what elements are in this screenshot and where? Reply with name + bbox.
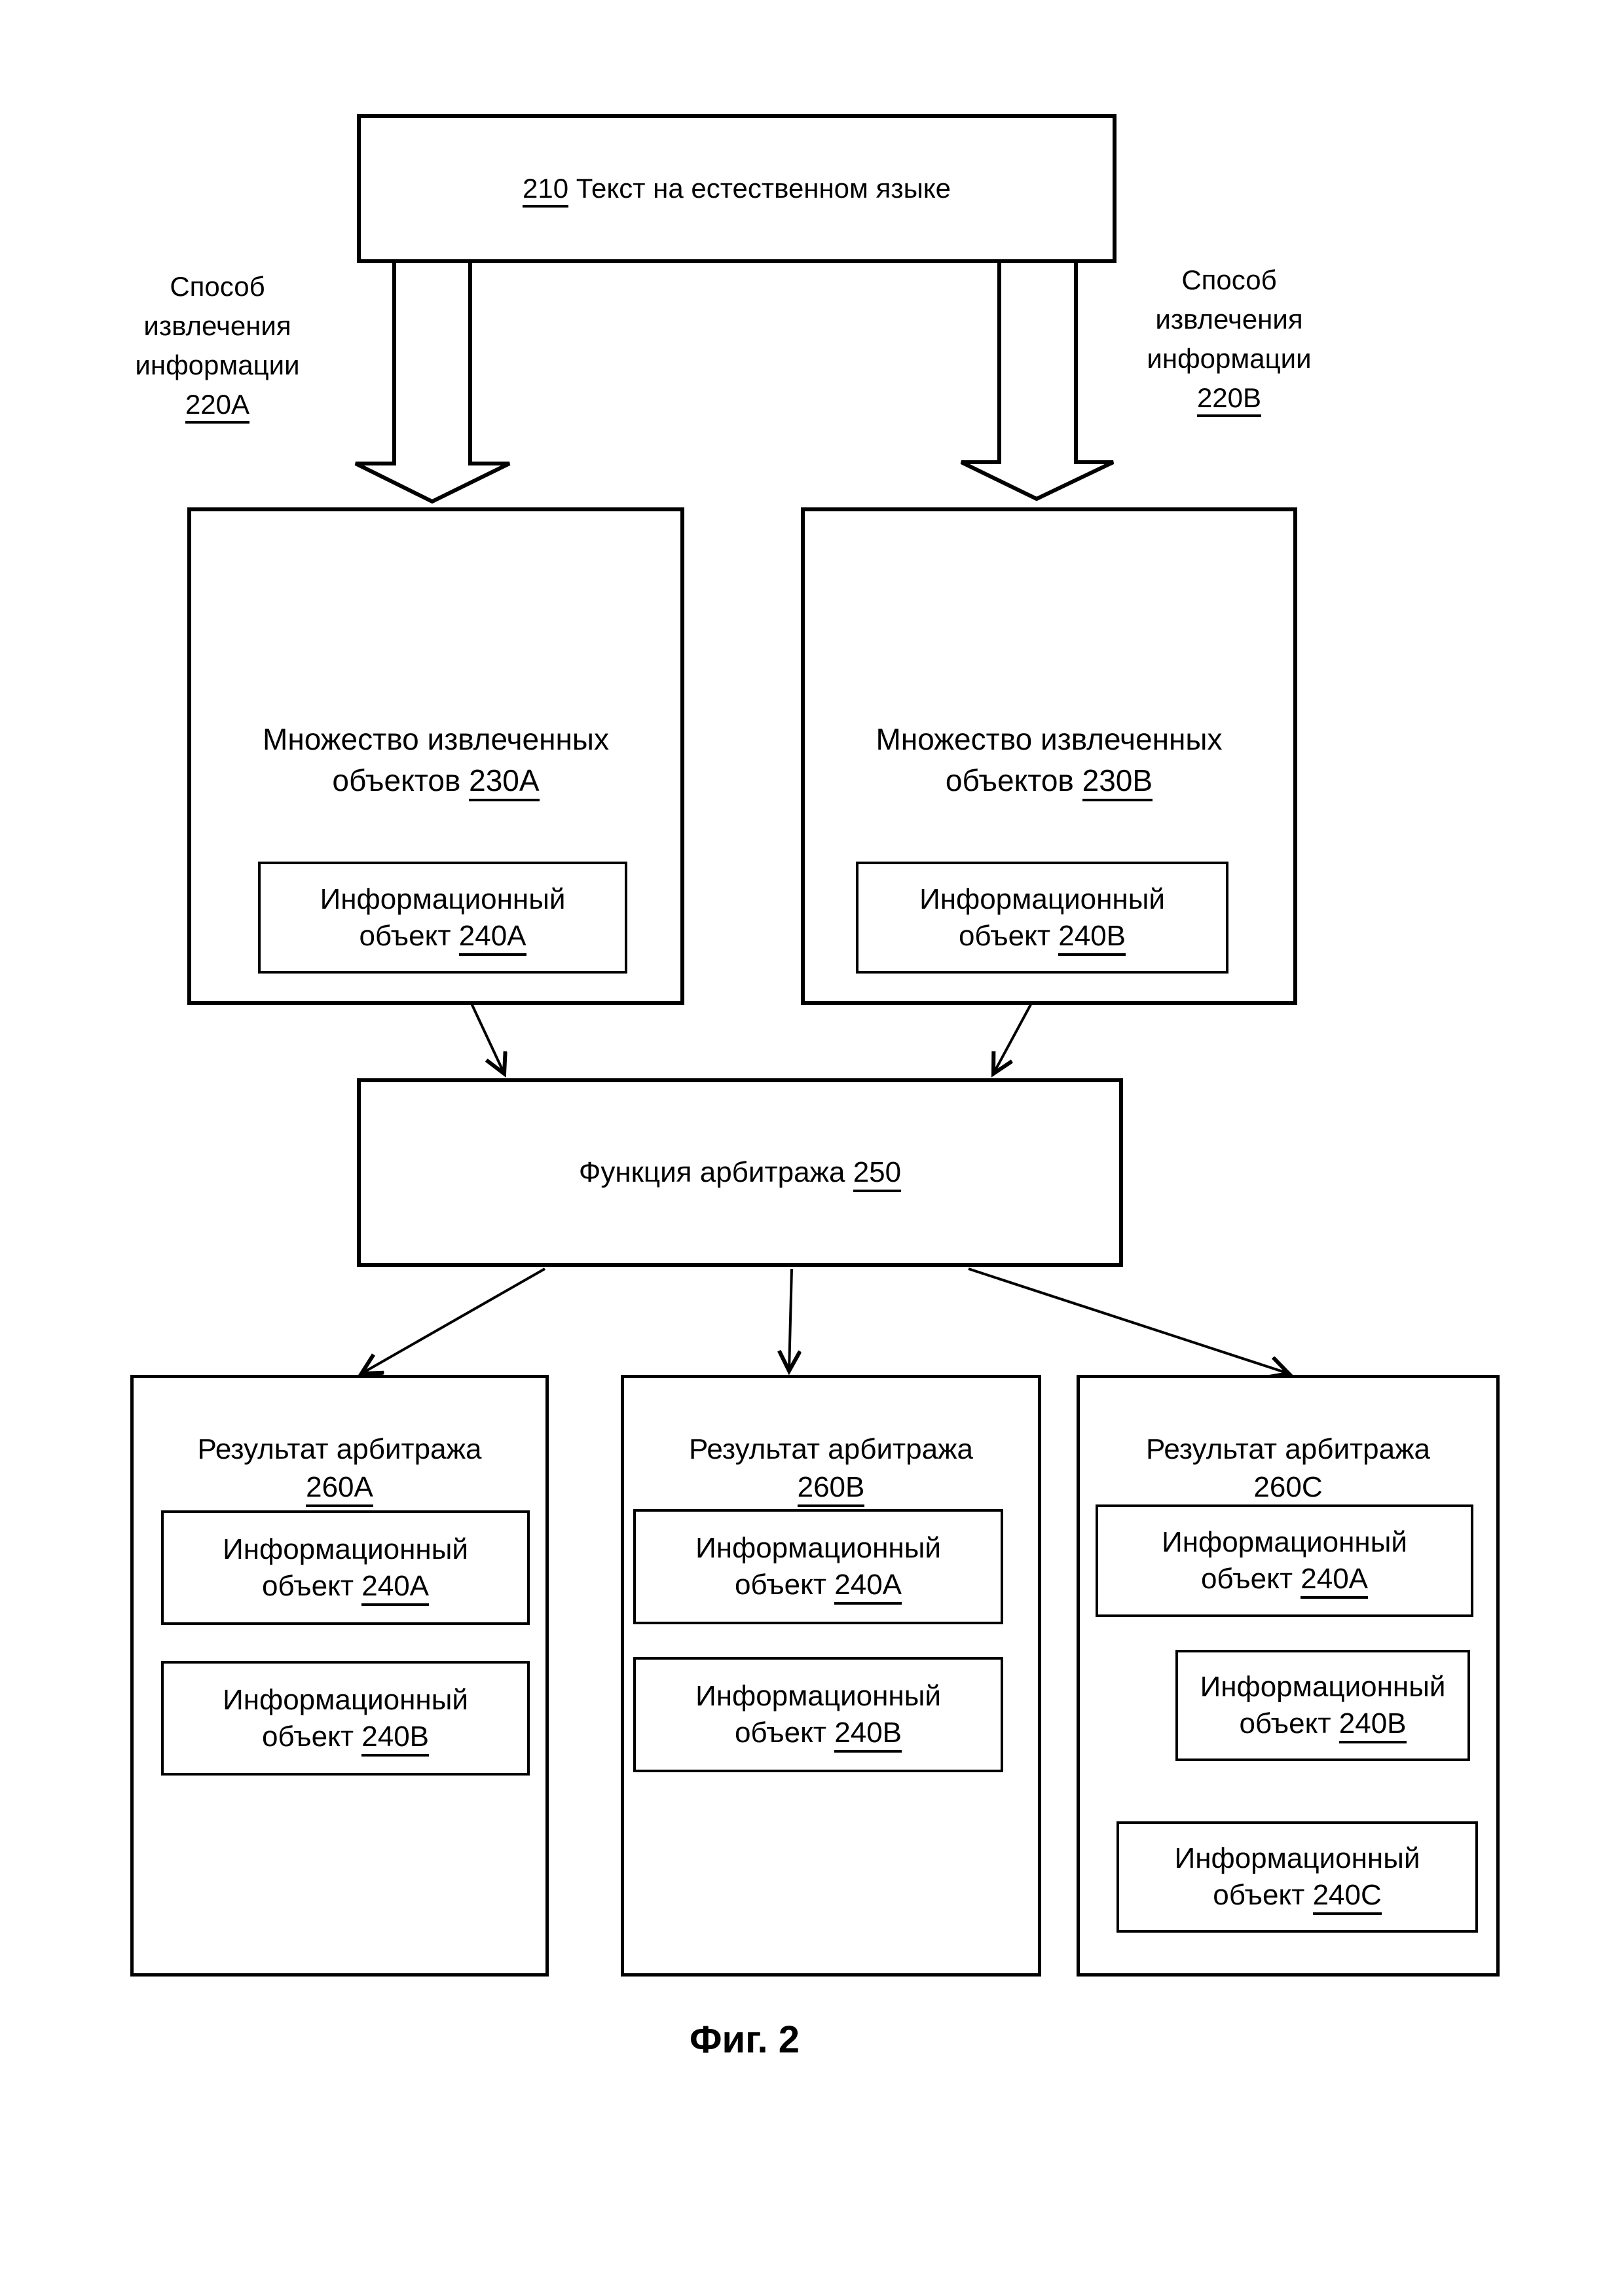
set-a-title: Множество извлеченных объектов 230A: [191, 719, 680, 801]
method-a-line2: извлечения: [143, 310, 291, 341]
result-b-obj2-num: 240B: [834, 1717, 902, 1753]
arrow-250-to-260b: [789, 1268, 792, 1371]
result-c-obj3-line2: объект: [1213, 1879, 1305, 1911]
arrow-250-to-260a: [361, 1267, 545, 1374]
ref-num-230a: 230A: [469, 763, 540, 801]
result-c-title: Результат арбитража 260C: [1080, 1430, 1496, 1507]
box-extracted-set-230b: Множество извлеченных объектов 230B Инфо…: [801, 507, 1297, 1005]
result-c-obj1-line2: объект: [1200, 1563, 1293, 1595]
result-a-title: Результат арбитража 260A: [134, 1430, 545, 1507]
object-240b-line2: объект: [958, 919, 1051, 952]
ref-num-230b: 230B: [1082, 763, 1153, 801]
box-result-b-object-240a: Информационный объект 240A: [633, 1509, 1003, 1624]
result-b-obj1-line1: Информационный: [695, 1532, 941, 1564]
result-a-obj1-num: 240A: [361, 1569, 430, 1606]
box-result-a-object-240b: Информационный объект 240B: [161, 1661, 530, 1776]
set-b-title: Множество извлеченных объектов 230B: [805, 719, 1293, 801]
set-b-title-line2: объектов: [945, 763, 1074, 797]
result-c-obj3-num: 240C: [1312, 1879, 1382, 1915]
label-extraction-method-220a: Способ извлечения информации 220A: [93, 267, 342, 424]
result-a-title-line1: Результат арбитража: [197, 1433, 482, 1465]
ref-num-260c: 260C: [1253, 1471, 1323, 1507]
hollow-arrow-220b: [960, 263, 1115, 501]
box-result-c-object-240a: Информационный объект 240A: [1096, 1504, 1473, 1617]
ref-num-220a: 220A: [185, 389, 250, 424]
box-arbitration-result-260b: Результат арбитража 260B Информационный …: [621, 1375, 1041, 1977]
ref-num-220b: 220B: [1196, 382, 1262, 417]
method-a-line3: информации: [135, 350, 300, 380]
box-result-c-object-240c: Информационный объект 240C: [1116, 1821, 1478, 1933]
result-c-obj2-line2: объект: [1239, 1707, 1331, 1740]
method-a-line1: Способ: [170, 271, 265, 302]
result-b-title-line1: Результат арбитража: [688, 1433, 974, 1465]
ref-num-240a: 240A: [458, 919, 526, 956]
box-arbitration-result-260a: Результат арбитража 260A Информационный …: [130, 1375, 549, 1977]
ref-num-250: 250: [853, 1156, 902, 1192]
box-arbitration-result-260c: Результат арбитража 260C Информационный …: [1077, 1375, 1500, 1977]
result-c-title-line1: Результат арбитража: [1145, 1433, 1431, 1465]
figure-caption: Фиг. 2: [690, 2018, 800, 2061]
box-result-a-object-240a: Информационный объект 240A: [161, 1510, 530, 1625]
ref-num-260a: 260A: [306, 1471, 373, 1507]
result-b-obj1-line2: объект: [734, 1569, 827, 1601]
box-info-object-240b: Информационный объект 240B: [856, 862, 1228, 974]
result-a-obj2-line1: Информационный: [223, 1683, 468, 1716]
set-b-title-line1: Множество извлеченных: [876, 722, 1223, 756]
result-c-obj2-num: 240B: [1338, 1707, 1407, 1743]
box-info-object-240a: Информационный объект 240A: [258, 862, 627, 974]
result-b-obj2-line2: объект: [734, 1717, 827, 1749]
result-b-obj1-num: 240A: [834, 1569, 902, 1605]
method-b-line3: информации: [1147, 343, 1312, 374]
method-b-line2: извлечения: [1155, 304, 1303, 335]
arrow-250-to-260c: [968, 1267, 1289, 1374]
result-a-obj1-line2: объект: [261, 1569, 354, 1602]
result-a-obj2-line2: объект: [261, 1720, 354, 1753]
hollow-arrow-220a: [354, 263, 511, 504]
result-c-obj1-num: 240A: [1301, 1563, 1369, 1599]
box-result-c-object-240b: Информационный объект 240B: [1175, 1650, 1470, 1761]
ref-num-210: 210: [523, 173, 569, 208]
box-extracted-set-230a: Множество извлеченных объектов 230A Инфо…: [187, 507, 684, 1005]
box-arbitration-function-250: Функция арбитража 250: [357, 1078, 1123, 1267]
arbitration-label: Функция арбитража 250: [361, 1082, 1119, 1263]
natural-language-text-label: Текст на естественном языке: [576, 173, 951, 204]
label-extraction-method-220b: Способ извлечения информации 220B: [1105, 261, 1354, 418]
result-c-obj3-line1: Информационный: [1174, 1842, 1420, 1874]
arbitration-label-text: Функция арбитража: [578, 1156, 845, 1188]
object-240a-line2: объект: [359, 919, 451, 952]
box-natural-language-text-label: 210 Текст на естественном языке: [361, 118, 1113, 259]
result-a-obj1-line1: Информационный: [223, 1533, 468, 1565]
set-a-title-line1: Множество извлеченных: [263, 722, 609, 756]
object-240a-line1: Информационный: [320, 883, 566, 915]
set-a-title-line2: объектов: [332, 763, 461, 797]
method-b-line1: Способ: [1181, 264, 1277, 295]
result-c-obj2-line1: Информационный: [1200, 1671, 1446, 1703]
result-a-obj2-num: 240B: [361, 1720, 430, 1757]
result-b-obj2-line1: Информационный: [695, 1680, 941, 1712]
object-240b-line1: Информационный: [919, 883, 1165, 915]
box-result-b-object-240b-crossed: Информационный объект 240B: [633, 1657, 1003, 1772]
result-c-obj1-line1: Информационный: [1162, 1526, 1407, 1558]
result-b-title: Результат арбитража 260B: [624, 1430, 1038, 1507]
ref-num-240b: 240B: [1058, 919, 1126, 956]
ref-num-260b: 260B: [797, 1471, 865, 1507]
box-natural-language-text: 210 Текст на естественном языке: [357, 114, 1116, 263]
